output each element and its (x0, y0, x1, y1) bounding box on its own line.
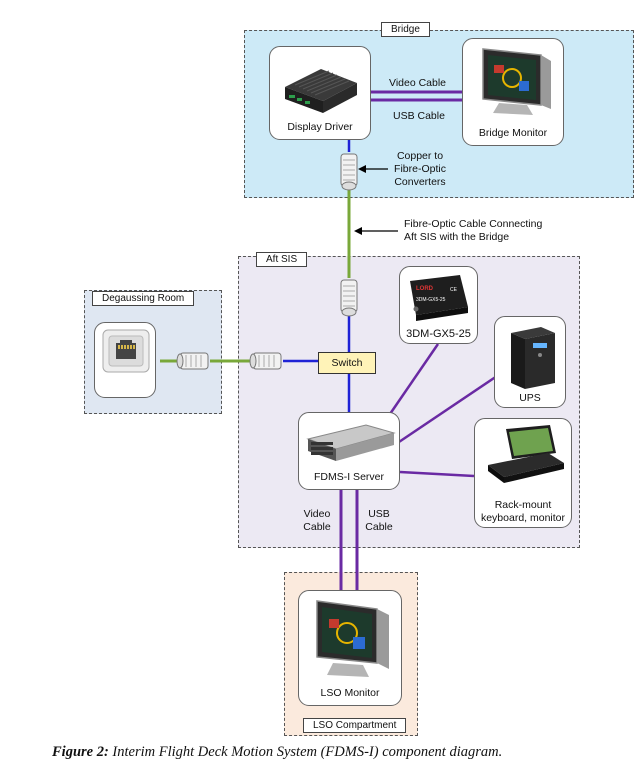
ethernet-port-icon (102, 329, 150, 373)
rack-keyboard-monitor-icon (488, 425, 564, 483)
converters-note-line3: Converters (394, 176, 446, 188)
fibre-converter-icon (340, 279, 358, 317)
lso-usb-cable-label-line2: Cable (365, 521, 393, 533)
rack-mount-card[interactable]: Rack-mount keyboard, monitor (474, 418, 572, 528)
fibre-note-arrowhead (354, 227, 362, 235)
bridge-usb-cable-label: USB Cable (393, 110, 445, 122)
monitor-icon (482, 48, 551, 115)
fibre-optic-note: Fibre-Optic Cable Connecting Aft SIS wit… (404, 218, 542, 244)
fdms-server-card[interactable]: FDMS-I Server (298, 412, 400, 490)
switch-box[interactable]: Switch (318, 352, 376, 374)
imu-label: 3DM-GX5-25 (406, 328, 471, 340)
imu-brand-text: LORD (416, 286, 434, 292)
imu-model-text: 3DM-GX5-25 (416, 297, 446, 303)
lso-usb-cable-label-line1: USB (368, 508, 390, 520)
fibre-converter-icon (340, 153, 358, 191)
figure-caption-label: Figure 2: (52, 744, 109, 760)
converter-note-arrowhead (358, 165, 366, 173)
rack-mount-label-line2: keyboard, monitor (480, 512, 566, 524)
ups-label: UPS (519, 392, 541, 404)
fibre-optic-note-line1: Fibre-Optic Cable Connecting (404, 218, 543, 230)
lso-compartment-zone-title: LSO Compartment (303, 718, 407, 733)
display-driver-card[interactable]: Display Driver (269, 46, 371, 140)
lso-video-cable-label-line1: Video (303, 508, 331, 520)
bridge-monitor-label: Bridge Monitor (478, 127, 548, 139)
mini-pc-icon (285, 69, 357, 113)
lso-monitor-label: LSO Monitor (320, 687, 380, 699)
lso-video-cable-label-line2: Cable (303, 521, 331, 533)
lso-video-cable-label: Video Cable (296, 508, 338, 534)
ups-icon (511, 327, 555, 389)
converters-note-line1: Copper to (396, 150, 444, 162)
converters-note: Copper to Fibre-Optic Converters (388, 150, 452, 189)
rack-mount-label: Rack-mount keyboard, monitor (475, 499, 571, 525)
ups-card[interactable]: UPS (494, 316, 566, 408)
fdms-server-label: FDMS-I Server (313, 471, 384, 483)
server-to-ups-line (395, 372, 501, 446)
bridge-video-cable-label: Video Cable (389, 77, 447, 89)
imu-card[interactable]: LORD 3DM-GX5-25 CE 3DM-GX5-25 (399, 266, 478, 344)
inertial-sensor-icon: LORD 3DM-GX5-25 CE (410, 275, 468, 321)
nodds-port-card[interactable] (94, 322, 156, 398)
server-to-rack-line (399, 470, 475, 478)
display-driver-label: Display Driver (287, 121, 353, 133)
lso-usb-cable-label: USB Cable (360, 508, 398, 534)
rack-server-icon (306, 424, 396, 461)
monitor-icon (316, 600, 389, 677)
rack-mount-label-line1: Rack-mount (494, 499, 552, 511)
figure-caption: Figure 2: Interim Flight Deck Motion Sys… (52, 744, 632, 761)
aft-sis-zone-title: Aft SIS (256, 252, 308, 267)
fibre-optic-note-line2: Aft SIS with the Bridge (404, 231, 510, 243)
fibre-converter-icon (176, 352, 209, 370)
lso-monitor-card[interactable]: LSO Monitor (298, 590, 402, 706)
bridge-monitor-card[interactable]: Bridge Monitor (462, 38, 564, 146)
figure-caption-text: Interim Flight Deck Motion System (FDMS-… (112, 744, 503, 760)
imu-mark-text: CE (450, 287, 458, 293)
server-to-imu-line (388, 343, 440, 415)
degaussing-room-zone-title: Degaussing Room (92, 291, 195, 306)
bridge-zone-title: Bridge (381, 22, 430, 37)
converters-note-line2: Fibre-Optic (394, 163, 446, 175)
fibre-converter-icon (249, 352, 282, 370)
